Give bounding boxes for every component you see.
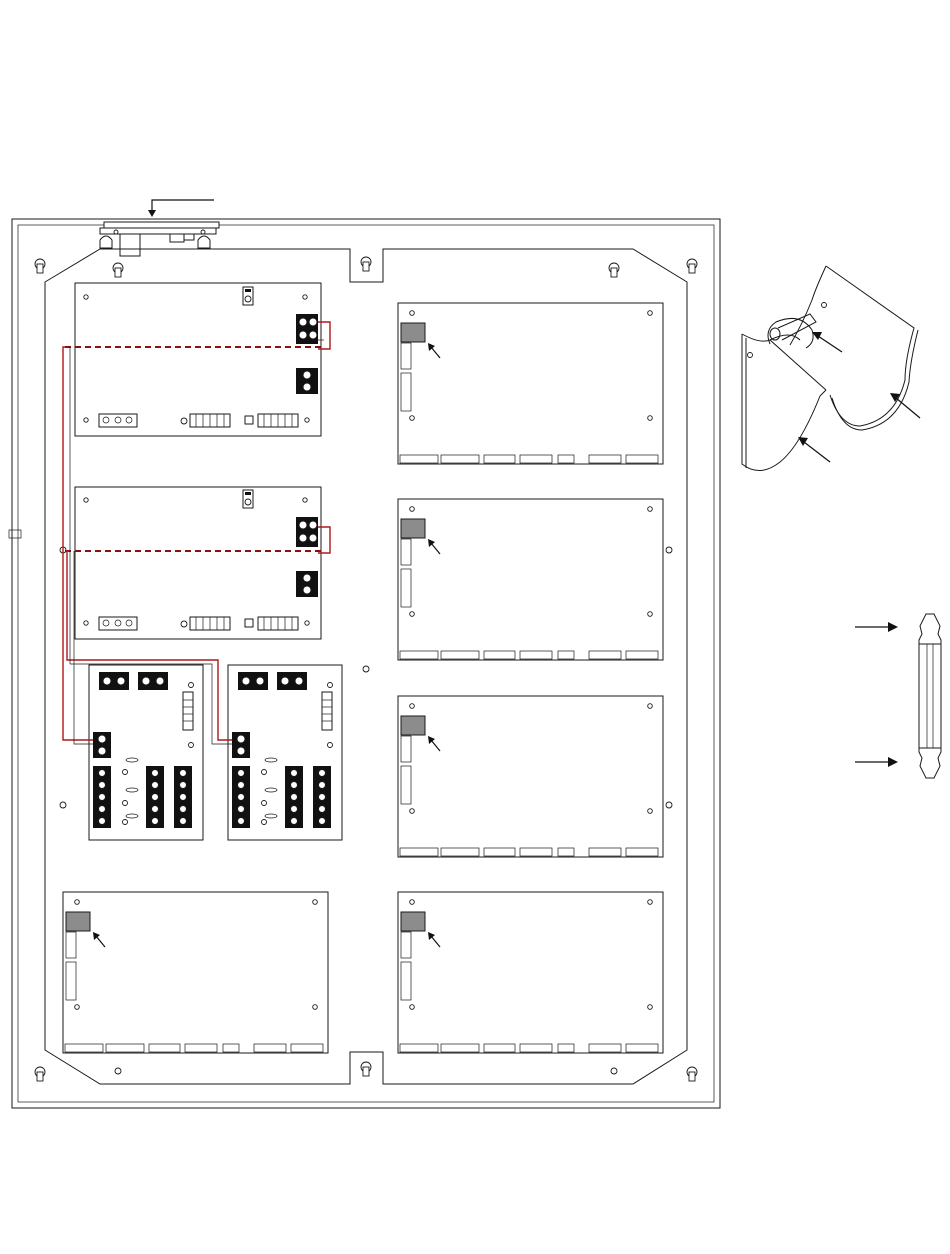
keyhole-mount-icon [361, 1062, 371, 1076]
callout-arrow-spacer-bottom [855, 757, 898, 767]
callout-arrow-bracket-edge [890, 393, 920, 418]
relay-board-2 [228, 665, 342, 840]
keyhole-mount-icon [113, 263, 123, 277]
option-board-left-bottom [63, 892, 328, 1053]
module-socket [401, 912, 425, 931]
module-socket [401, 519, 425, 538]
module-socket [401, 323, 425, 342]
power-supply-board-1 [75, 283, 321, 436]
relay-board-1 [89, 665, 203, 840]
option-board-right-4 [398, 892, 663, 1053]
keyhole-mount-icon [687, 1067, 697, 1081]
option-board-right-1 [398, 303, 663, 464]
option-board-right-3 [398, 696, 663, 857]
keyhole-mount-icon [35, 259, 45, 273]
callout-arrow-bracket [148, 200, 214, 217]
option-board-right-2 [398, 499, 663, 660]
keyhole-mount-icon [35, 1067, 45, 1081]
callout-arrow-backbox-edge [798, 437, 830, 462]
callout-arrow-spacer-top [855, 622, 898, 632]
tamper-switch-bracket [100, 222, 219, 256]
keyhole-mount-icon [687, 259, 697, 273]
keyhole-mount-icon [609, 263, 619, 277]
keyhole-mount-icon [361, 257, 371, 271]
power-supply-board-2 [75, 487, 321, 639]
standoff-detail-icon [742, 266, 918, 471]
module-socket [66, 912, 90, 931]
callout-arrow-standoff [812, 332, 842, 352]
module-socket [401, 716, 425, 735]
snap-spacer-icon [919, 614, 941, 778]
